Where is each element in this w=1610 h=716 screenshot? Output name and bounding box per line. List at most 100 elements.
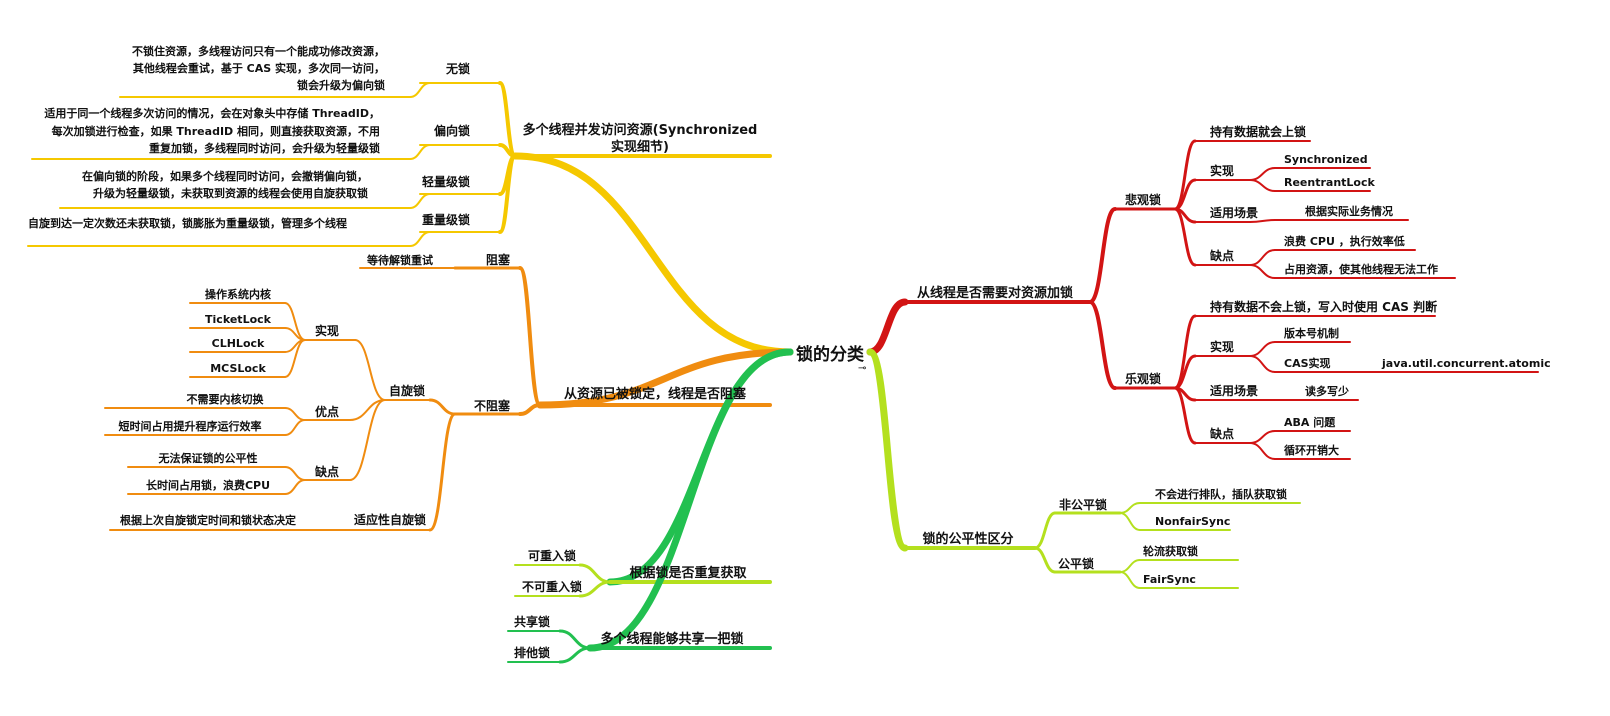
sub-connector	[1088, 300, 1117, 390]
branch-connector	[511, 152, 794, 356]
root-node[interactable]: 锁的分类	[796, 344, 865, 365]
impl-label[interactable]: 实现	[315, 323, 339, 338]
lock-description[interactable]: 适用于同一个线程多次访问的情况，会在对象头中存储 ThreadID，	[44, 106, 380, 120]
block-leaf[interactable]: 等待解锁重试	[366, 253, 433, 267]
optimistic-leaf[interactable]: ABA 问题	[1284, 415, 1336, 429]
sub-connector	[1173, 314, 1197, 390]
fair-label[interactable]: 公平锁	[1058, 556, 1094, 571]
sub-connector	[518, 403, 542, 416]
leaf-connector	[1119, 571, 1141, 589]
unfair-item[interactable]: 不会进行排队，插队获取锁	[1155, 487, 1287, 501]
sub-connector	[1173, 386, 1197, 445]
pessimistic-item[interactable]: 持有数据就会上锁	[1210, 124, 1306, 139]
nonblock-label[interactable]: 不阻塞	[474, 398, 511, 413]
leaf-connector	[1249, 430, 1276, 444]
optimistic-item[interactable]: 适用场景	[1210, 383, 1258, 398]
branch-connector	[866, 298, 909, 356]
link-icon[interactable]: ⊸	[858, 363, 866, 374]
lock-type-label[interactable]: 无锁	[445, 61, 470, 76]
leaf-connector	[284, 407, 306, 421]
lock-description[interactable]: 不锁住资源，多线程访问只有一个能成功修改资源，	[132, 44, 385, 58]
optimistic-leaf[interactable]: 循环开销大	[1284, 443, 1339, 457]
cons-item[interactable]: 无法保证锁的公平性	[158, 451, 258, 465]
sub-connector	[1033, 546, 1057, 574]
impl-item[interactable]: 操作系统内核	[205, 287, 271, 301]
impl-item[interactable]: MCSLock	[210, 362, 266, 375]
branch-connector	[866, 348, 909, 552]
cas-leaf[interactable]: java.util.concurrent.atomic	[1381, 357, 1551, 370]
sub-connector	[1088, 207, 1117, 304]
pessimistic-leaf[interactable]: Synchronized	[1284, 153, 1368, 166]
desc-connector	[409, 193, 431, 209]
lock-type-label[interactable]: 偏向锁	[434, 123, 470, 138]
branch-title[interactable]: 根据锁是否重复获取	[629, 565, 747, 581]
lock-description[interactable]: 在偏向锁的阶段，如果多个线程同时访问，会撤销偏向锁，	[82, 169, 368, 183]
adaptive-leaf[interactable]: 根据上次自旋锁定时间和锁状态决定	[120, 513, 296, 527]
share-item[interactable]: 共享锁	[514, 614, 550, 629]
lock-description[interactable]: 锁会升级为偏向锁	[297, 78, 385, 92]
cons-item[interactable]: 长时间占用锁，浪费CPU	[146, 478, 270, 492]
leaf-connector	[1249, 219, 1276, 223]
pessimistic-leaf[interactable]: ReentrantLock	[1284, 176, 1376, 189]
impl-item[interactable]: CLHLock	[212, 337, 265, 350]
pessimistic-item[interactable]: 适用场景	[1210, 205, 1258, 220]
leaf-connector	[1119, 512, 1141, 531]
fair-item[interactable]: FairSync	[1143, 573, 1196, 586]
pessimistic-leaf[interactable]: 占用资源，使其他线程无法工作	[1284, 262, 1438, 276]
optimistic-label[interactable]: 乐观锁	[1125, 371, 1161, 386]
optimistic-leaf[interactable]: 读多写少	[1305, 384, 1349, 398]
pros-item[interactable]: 短时间占用提升程序运行效率	[119, 419, 262, 433]
optimistic-leaf[interactable]: 版本号机制	[1284, 326, 1339, 340]
pros-label[interactable]: 优点	[315, 404, 339, 419]
branch-title[interactable]: 实现细节)	[611, 139, 669, 155]
leaf-connector	[1119, 559, 1141, 573]
sub-connector	[428, 398, 457, 416]
optimistic-leaf[interactable]: CAS实现	[1284, 356, 1331, 370]
desc-connector	[409, 144, 431, 160]
leaf-connector	[284, 339, 306, 378]
connector-lines	[27, 81, 1539, 664]
lock-type-label[interactable]: 轻量级锁	[422, 174, 470, 189]
adaptive-spin-label[interactable]: 适应性自旋锁	[354, 512, 426, 527]
sub-connector	[1173, 207, 1197, 267]
reentrant-item[interactable]: 不可重入锁	[522, 579, 582, 594]
unfair-item[interactable]: NonfairSync	[1155, 515, 1230, 528]
optimistic-item[interactable]: 持有数据不会上锁，写入时使用 CAS 判断	[1210, 299, 1437, 314]
fair-item[interactable]: 轮流获取锁	[1143, 544, 1198, 558]
branch-title[interactable]: 锁的公平性区分	[922, 531, 1013, 547]
optimistic-item[interactable]: 实现	[1210, 339, 1234, 354]
cons-label[interactable]: 缺点	[315, 464, 339, 479]
lock-description[interactable]: 升级为轻量级锁，未获取到资源的线程会使用自旋获取锁	[93, 186, 368, 200]
branch-title[interactable]: 多个线程并发访问资源(Synchronized	[523, 122, 758, 138]
lock-description[interactable]: 重复加锁，多线程同时访问，会升级为轻量级锁	[149, 141, 380, 155]
optimistic-item[interactable]: 缺点	[1210, 426, 1234, 441]
impl-item[interactable]: TicketLock	[205, 313, 272, 326]
lock-description[interactable]: 其他线程会重试，基于 CAS 实现，多次同一访问，	[133, 61, 385, 75]
lock-description[interactable]: 自旋到达一定次数还未获取锁，锁膨胀为重量级锁，管理多个线程	[28, 216, 347, 230]
pessimistic-leaf[interactable]: 浪费 CPU ，执行效率低	[1284, 234, 1405, 248]
leaf-connector	[1249, 355, 1276, 373]
branch-title[interactable]: 从线程是否需要对资源加锁	[917, 285, 1073, 301]
pessimistic-label[interactable]: 悲观锁	[1125, 192, 1161, 207]
reentrant-item[interactable]: 可重入锁	[528, 548, 576, 563]
block-label[interactable]: 阻塞	[486, 252, 511, 267]
branch-title[interactable]: 从资源已被锁定，线程是否阻塞	[564, 386, 747, 402]
lock-type-label[interactable]: 重量级锁	[422, 212, 470, 227]
pessimistic-leaf[interactable]: 根据实际业务情况	[1305, 204, 1393, 218]
unfair-label[interactable]: 非公平锁	[1059, 497, 1107, 512]
sub-connector	[428, 412, 457, 532]
leaf-connector	[1249, 341, 1276, 357]
leaf-connector	[558, 629, 592, 650]
spin-lock-label[interactable]: 自旋锁	[389, 383, 425, 398]
sub-connector	[518, 266, 542, 407]
branch-connector	[536, 348, 794, 409]
sub-connector	[349, 399, 386, 481]
branch-title[interactable]: 多个线程能够共享一把锁	[600, 631, 743, 647]
lock-description[interactable]: 每次加锁进行检查，如果 ThreadID 相同，则直接获取资源，不用	[52, 124, 380, 138]
share-item[interactable]: 排他锁	[514, 645, 550, 660]
pessimistic-item[interactable]: 实现	[1210, 163, 1234, 178]
pros-item[interactable]: 不需要内核切换	[187, 392, 265, 406]
leaf-connector	[1249, 442, 1276, 460]
sub-connector	[354, 339, 386, 401]
pessimistic-item[interactable]: 缺点	[1210, 248, 1234, 263]
